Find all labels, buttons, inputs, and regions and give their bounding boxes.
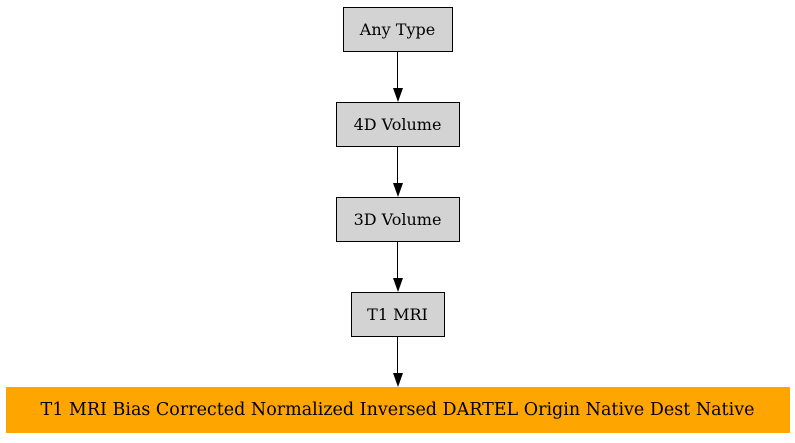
- arrow-line: [396, 52, 399, 88]
- node-4d-volume: 4D Volume: [335, 102, 460, 147]
- arrowhead-down-icon: [392, 373, 403, 387]
- edge-any-type-to-4d-volume: [392, 52, 403, 102]
- edge-t1-mri-to-terminal: [392, 337, 403, 387]
- node-t1-mri-bias-corrected: T1 MRI Bias Corrected Normalized Inverse…: [5, 387, 790, 433]
- edge-3d-volume-to-t1-mri: [392, 242, 403, 292]
- edge-4d-volume-to-3d-volume: [392, 147, 403, 197]
- arrow-line: [396, 242, 399, 278]
- node-3d-volume-label: 3D Volume: [353, 210, 442, 229]
- node-3d-volume: 3D Volume: [335, 197, 460, 242]
- node-t1-mri-label: T1 MRI: [367, 305, 428, 324]
- node-t1-mri-bias-corrected-label: T1 MRI Bias Corrected Normalized Inverse…: [40, 400, 755, 420]
- arrow-line: [396, 147, 399, 183]
- arrow-line: [396, 337, 399, 373]
- arrowhead-down-icon: [392, 183, 403, 197]
- arrowhead-down-icon: [392, 88, 403, 102]
- node-4d-volume-label: 4D Volume: [353, 115, 442, 134]
- node-any-type: Any Type: [342, 7, 453, 52]
- node-t1-mri: T1 MRI: [350, 292, 445, 337]
- arrowhead-down-icon: [392, 278, 403, 292]
- node-any-type-label: Any Type: [359, 20, 436, 39]
